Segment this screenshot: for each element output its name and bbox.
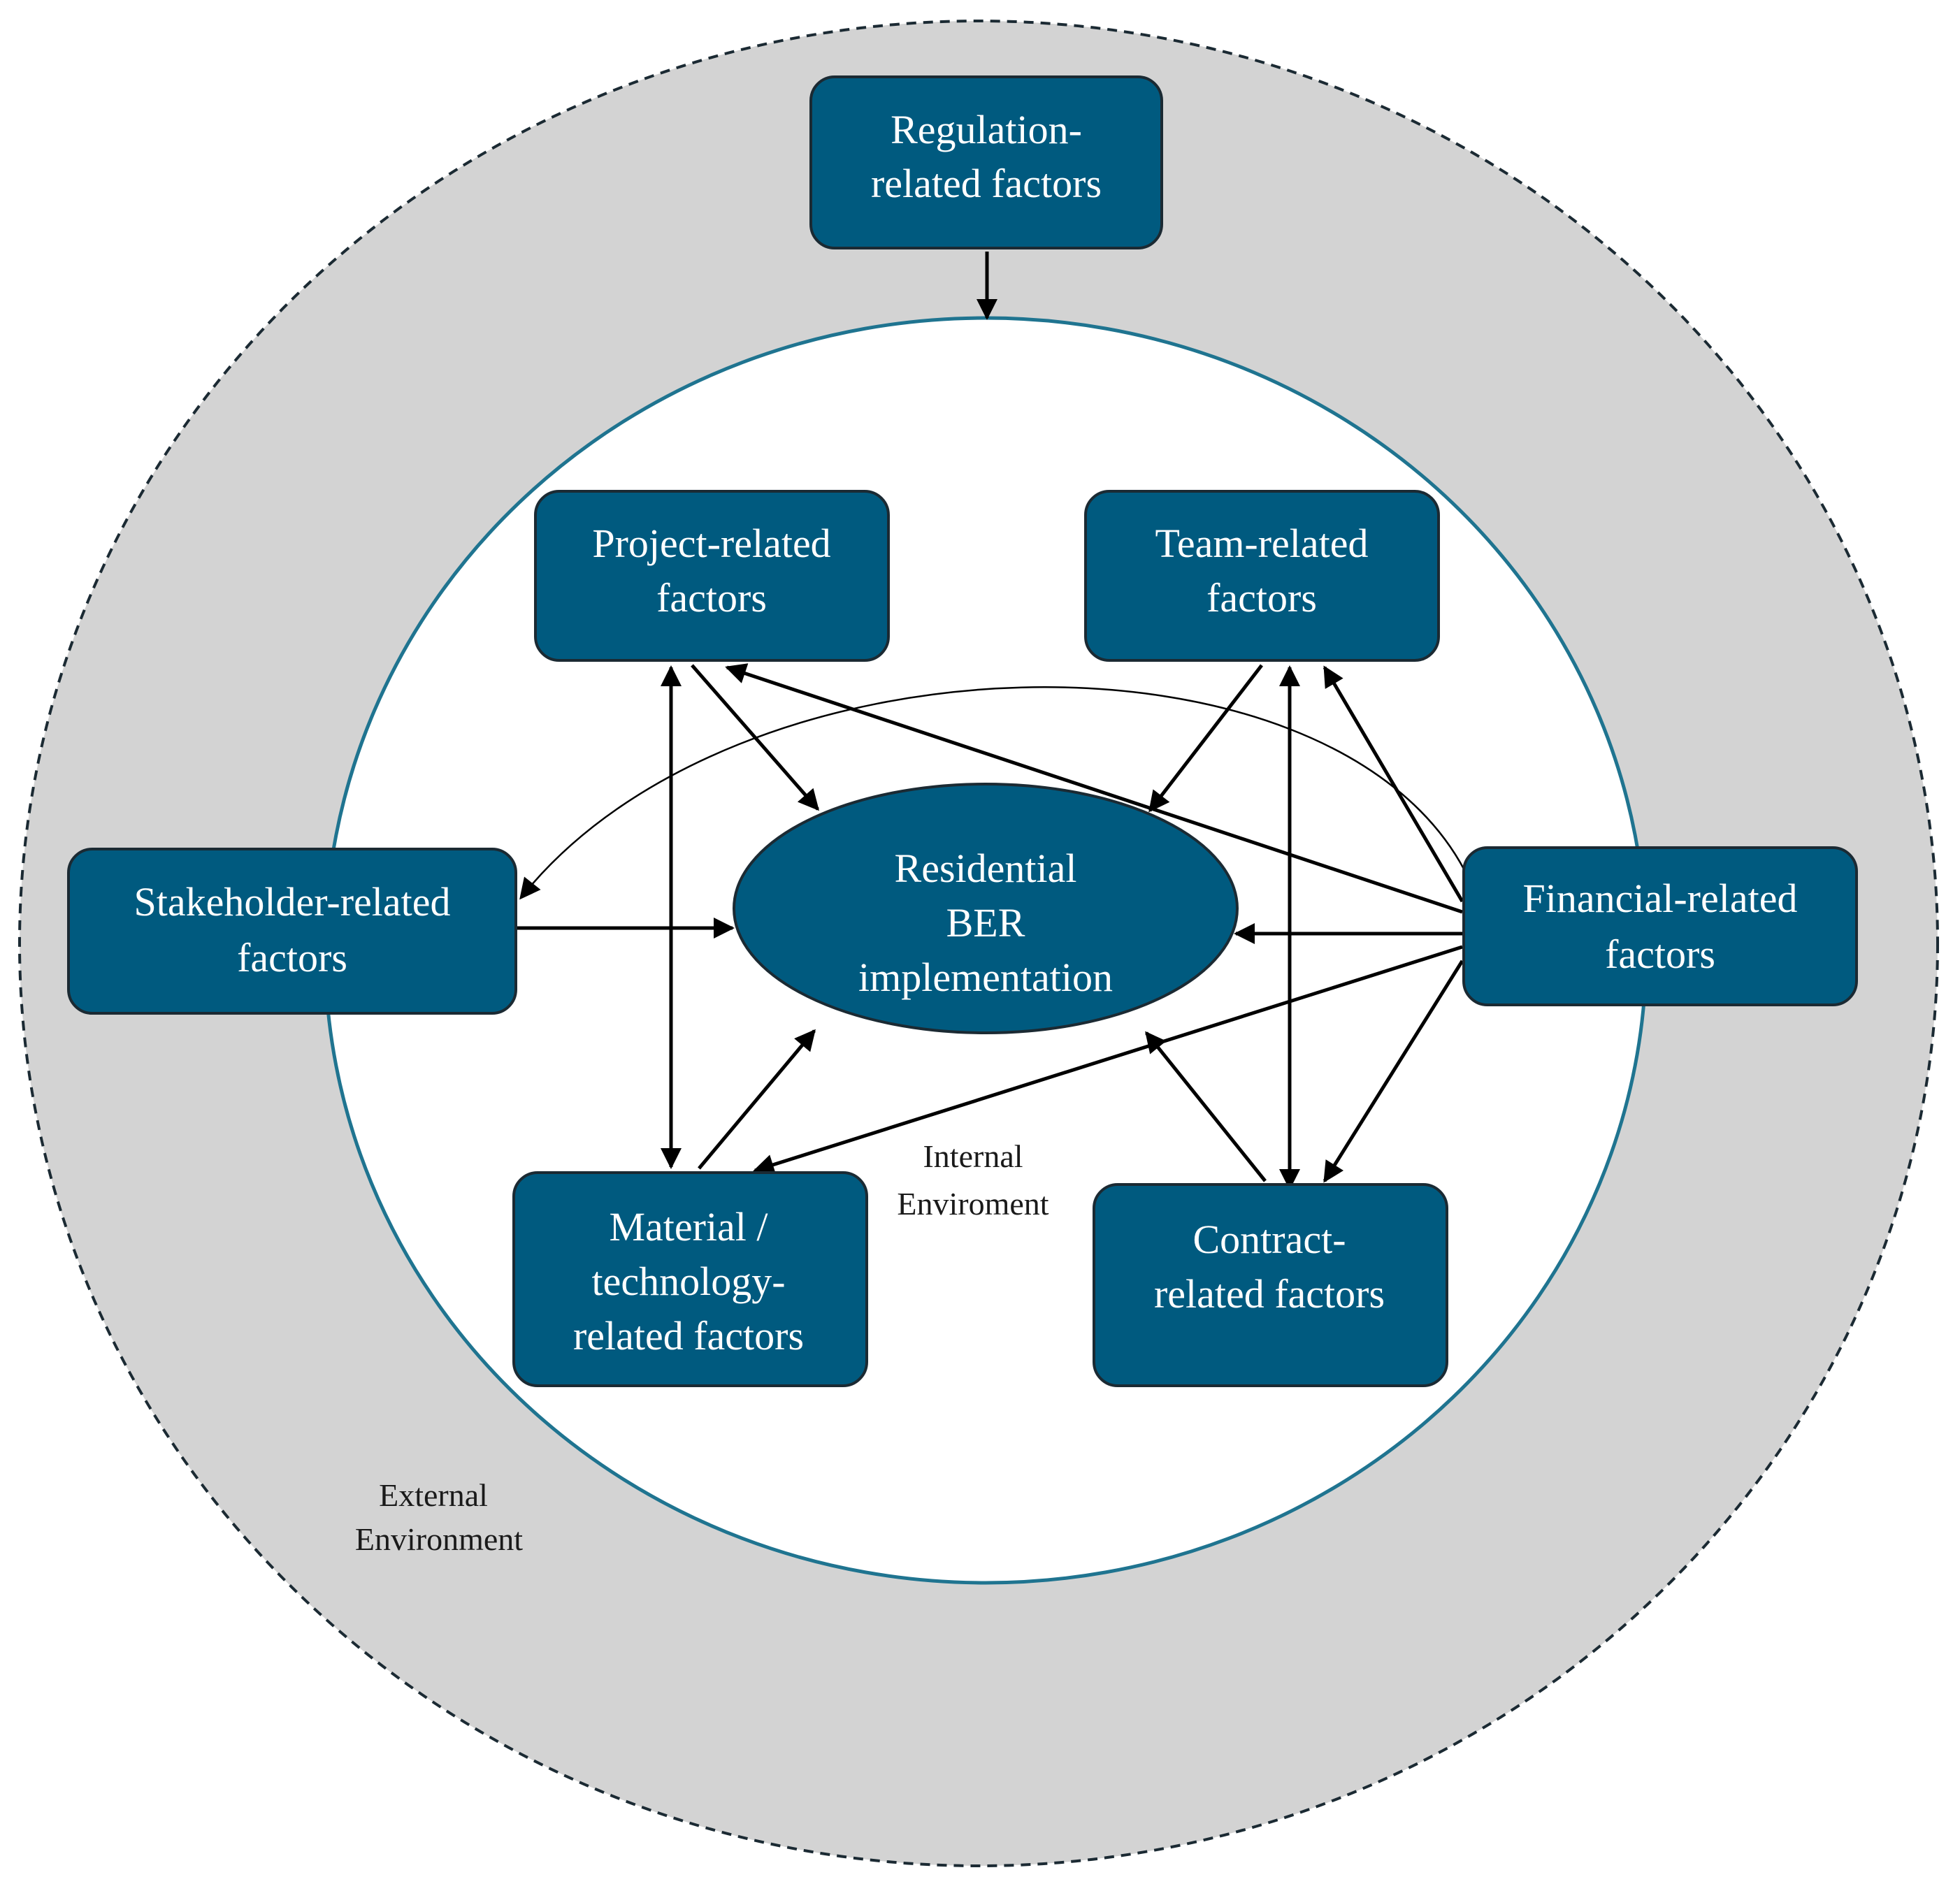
node-regulation-line-2: related factors — [871, 161, 1102, 206]
node-financial-line-1: Financial-related — [1523, 876, 1798, 921]
arrow-financial-stakeholder — [519, 686, 1466, 900]
arrow-financial-team — [1323, 665, 1464, 903]
internal-label-line-2: Enviroment — [897, 1186, 1049, 1222]
arrow-financial-project — [725, 663, 1463, 914]
node-stakeholder-line-1: Stakeholder-related — [134, 879, 451, 925]
node-financial: Financial-related factors — [1462, 846, 1858, 1006]
node-regulation: Regulation- related factors — [809, 75, 1163, 249]
arrow-financial-contract — [1323, 959, 1464, 1183]
connector-group — [517, 252, 1466, 1190]
node-material-line-1: Material / — [609, 1204, 768, 1249]
arrow-material-center — [698, 1029, 816, 1170]
node-center-line-3: implementation — [858, 955, 1113, 1000]
node-team-line-2: factors — [1206, 575, 1317, 621]
internal-label-line-1: Internal — [923, 1138, 1023, 1174]
arrow-financial-material — [753, 945, 1463, 1175]
node-material: Material / technology- related factors — [512, 1171, 868, 1387]
node-regulation-line-1: Regulation- — [891, 107, 1082, 152]
external-environment-label: External Environment — [355, 1477, 523, 1557]
node-material-line-3: related factors — [573, 1313, 804, 1359]
node-project-line-2: factors — [656, 575, 767, 621]
external-label-line-1: External — [379, 1477, 488, 1513]
external-label-line-2: Environment — [355, 1521, 523, 1557]
node-center: Residential BER implementation — [733, 783, 1239, 1034]
node-contract: Contract- related factors — [1093, 1183, 1448, 1387]
node-team: Team-related factors — [1084, 490, 1440, 662]
internal-environment-label: Internal Enviroment — [897, 1138, 1049, 1222]
node-center-line-2: BER — [946, 900, 1025, 946]
node-team-line-1: Team-related — [1155, 521, 1368, 566]
node-stakeholder: Stakeholder-related factors — [67, 848, 517, 1015]
node-stakeholder-line-2: factors — [237, 935, 347, 980]
node-contract-line-2: related factors — [1154, 1271, 1385, 1317]
arrow-team-center — [1148, 664, 1263, 813]
node-center-line-1: Residential — [895, 846, 1077, 891]
node-contract-line-1: Contract- — [1192, 1217, 1346, 1262]
node-project: Project-related factors — [534, 490, 890, 662]
arrow-contract-center — [1145, 1031, 1267, 1182]
node-financial-line-2: factors — [1605, 932, 1715, 977]
node-project-line-1: Project-related — [592, 521, 830, 566]
node-material-line-2: technology- — [591, 1259, 785, 1304]
